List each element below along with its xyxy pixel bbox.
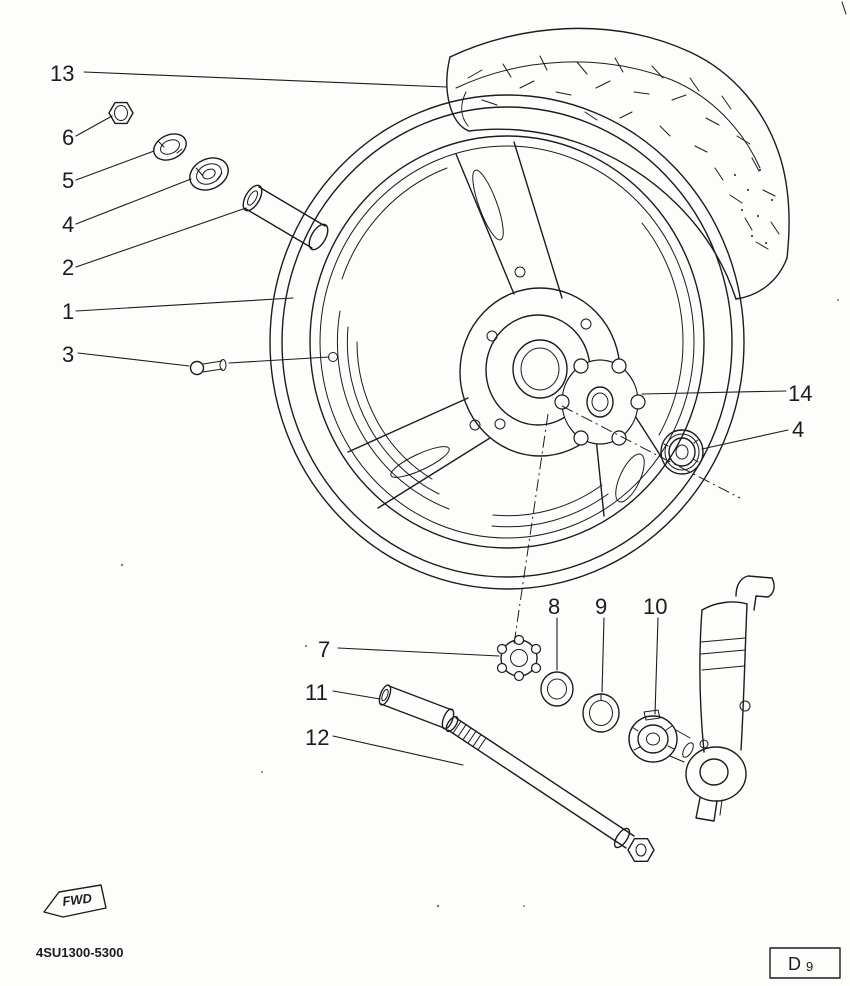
tire-stipple-shading [734,169,773,244]
valve-hole [329,353,338,362]
callout-7: 7 [318,637,330,662]
fork-lower-leg [686,576,774,821]
disc-flange-part14 [555,359,645,445]
callout-3: 3 [62,342,74,367]
callout-labels: 13 6 5 4 2 1 3 14 4 7 8 9 10 11 12 [50,61,812,750]
callout-2: 2 [62,255,74,280]
bearing-part4-right [661,430,703,474]
valve-part3 [191,360,227,375]
page-ref-number: 9 [806,959,813,974]
seal-part5 [150,129,191,165]
catalog-code: 4SU1300-5300 [36,945,123,960]
callout-5: 5 [62,168,74,193]
speedometer-drive-part10 [629,710,695,762]
tire-section [447,28,789,299]
axis-alignment-lines [514,406,740,644]
callout-1: 1 [62,299,74,324]
front-axle-part12 [444,715,654,862]
page-ref-letter: D [788,954,801,974]
callout-12: 12 [305,725,329,750]
callout-6: 6 [62,125,74,150]
washer-part9 [583,694,619,732]
callout-4-right: 4 [792,417,804,442]
spacer-part11 [377,684,456,731]
callout-4-top: 4 [62,212,74,237]
wheel-spokes [348,142,662,516]
fwd-stamp: FWD [44,885,106,917]
callout-8: 8 [548,594,560,619]
fwd-label: FWD [62,890,94,909]
bearing-part4-left [185,152,234,196]
wheel-rim [270,95,744,589]
axle-nut-part6 [109,103,133,124]
page-edge-marks [120,2,846,908]
callout-9: 9 [595,594,607,619]
callout-10: 10 [643,594,667,619]
callout-14: 14 [788,381,812,406]
page-reference-box: D 9 [770,948,840,978]
fwd-arrow-icon [44,885,106,917]
callout-13: 13 [50,61,74,86]
callout-11: 11 [305,680,328,705]
leader-lines [76,72,788,765]
collar-part2 [239,182,331,252]
washer-part8 [541,672,573,706]
retainer-part7 [498,636,541,681]
